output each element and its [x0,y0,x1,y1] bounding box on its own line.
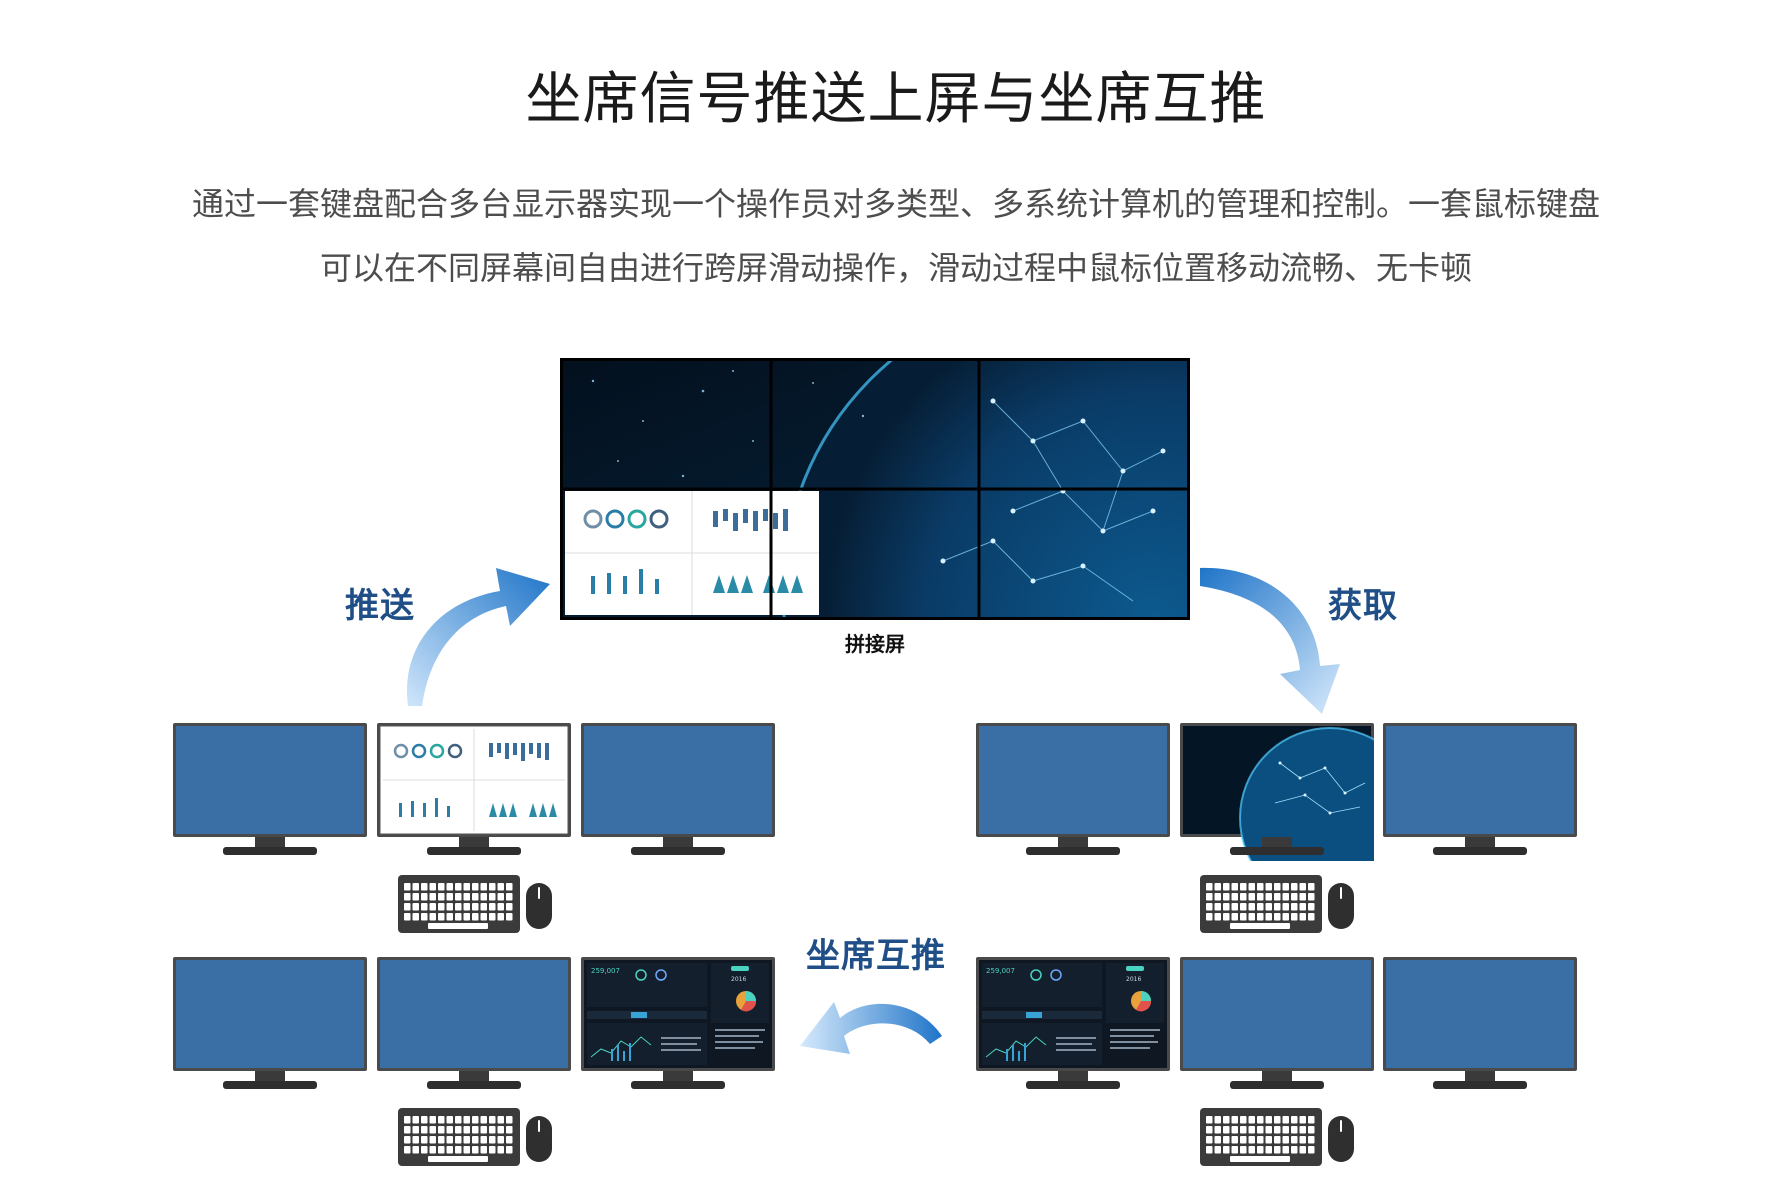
bottom-right-seat-monitor-3 [1383,957,1577,1095]
description-line-2: 可以在不同屏幕间自由进行跨屏滑动操作，滑动过程中鼠标位置移动流畅、无卡顿 [319,249,1472,287]
description-line-1: 通过一套键盘配合多台显示器实现一个操作员对多类型、多系统计算机的管理和控制。一套… [191,185,1600,223]
bottom-right-seat-monitor-1: 259,007 2016 [976,957,1170,1095]
bottom-right-seat-keyboard [1200,1108,1322,1166]
top-right-seat-mouse [1328,883,1354,929]
wall-chart-window [565,491,819,615]
top-right-seat-monitor-1 [976,723,1170,861]
svg-text:259,007: 259,007 [986,967,1015,975]
top-left-seat-monitor-3 [581,723,775,861]
top-right-seat-monitor-2 [1180,723,1374,861]
bottom-left-seat-keyboard [398,1108,520,1166]
seat-push-arrow [800,1002,942,1054]
top-left-seat-monitor-1 [173,723,367,861]
top-left-seat-monitor-2 [377,723,571,861]
video-wall-graphic [563,361,1187,617]
fetch-arrow [1200,567,1340,714]
top-left-seat-keyboard [398,875,520,933]
bottom-left-seat-monitor-2 [377,957,571,1095]
video-wall-label: 拼接屏 [845,632,905,656]
push-label: 推送 [345,586,415,626]
push-arrow [406,568,550,706]
bottom-left-seat-monitor-3: 259,007 2016 [581,957,775,1095]
top-left-seat-mouse [526,883,552,929]
seat-push-label: 坐席互推 [806,936,946,976]
svg-text:259,007: 259,007 [591,967,620,975]
svg-text:2016: 2016 [1126,976,1141,983]
bottom-right-seat-mouse [1328,1116,1354,1162]
top-right-seat-monitor-3 [1383,723,1577,861]
page-title: 坐席信号推送上屏与坐席互推 [525,67,1267,132]
video-wall [560,358,1190,620]
top-right-seat-keyboard [1200,875,1322,933]
fetch-label: 获取 [1328,586,1398,626]
bottom-left-seat-monitor-1 [173,957,367,1095]
bottom-right-seat-monitor-2 [1180,957,1374,1095]
svg-text:2016: 2016 [731,976,746,983]
bottom-left-seat-mouse [526,1116,552,1162]
